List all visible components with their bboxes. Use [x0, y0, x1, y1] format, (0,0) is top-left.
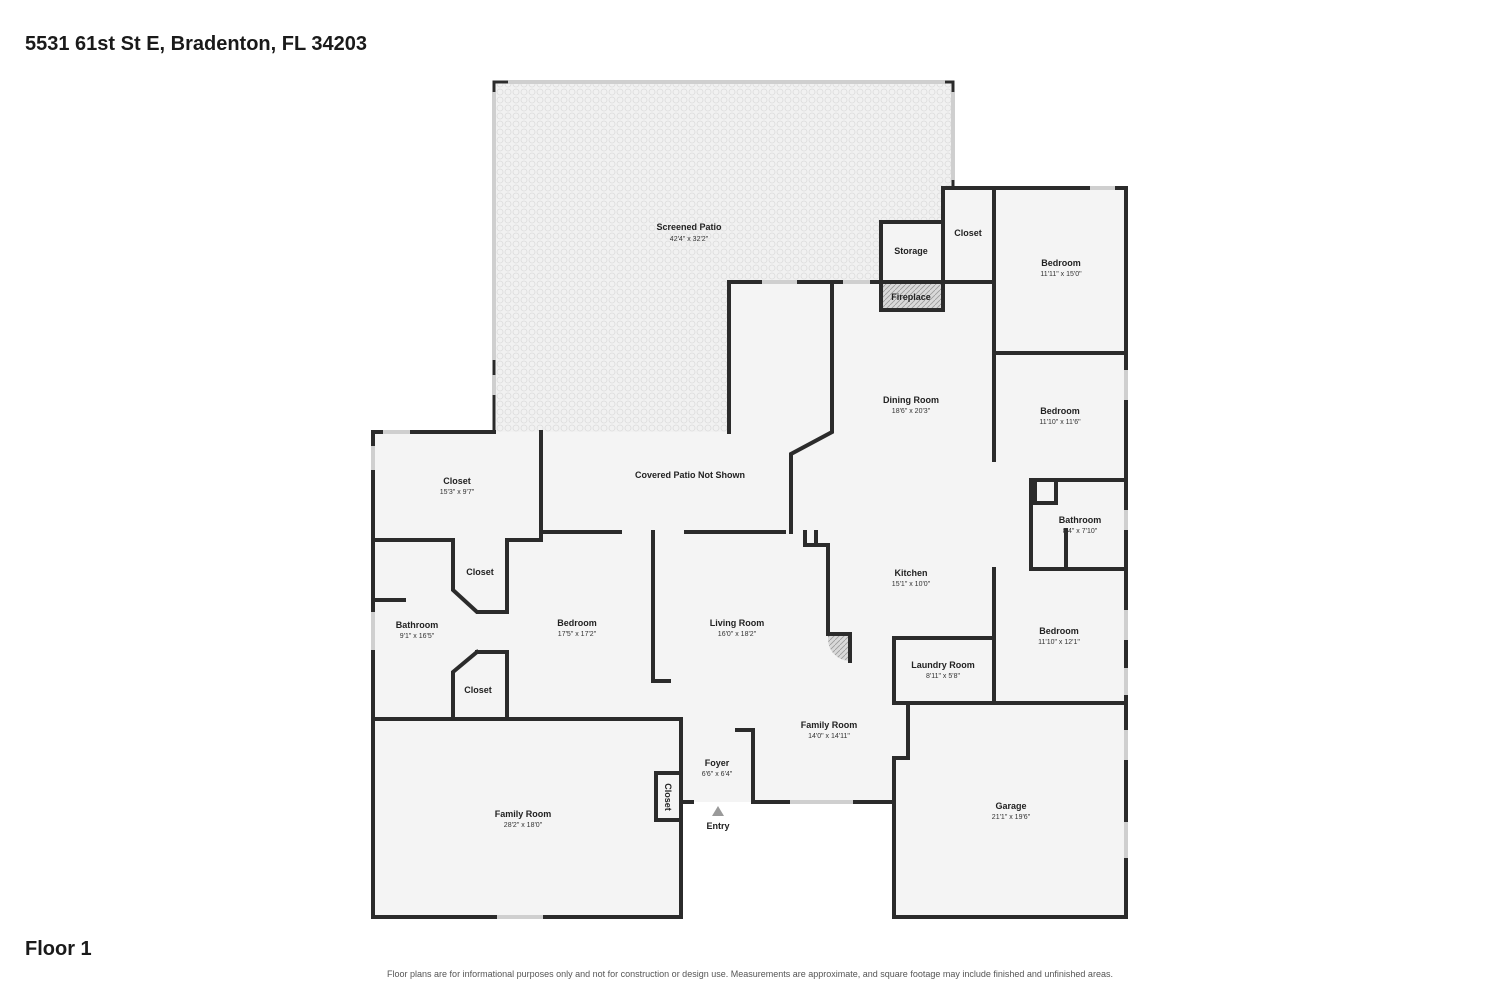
room-name-closet-upper: Closet [466, 567, 494, 577]
fireplace-hearth [881, 284, 943, 310]
entry-arrow-icon [712, 806, 724, 816]
room-name-bathroom-e: Bathroom [1059, 515, 1102, 525]
floor-label: Floor 1 [25, 938, 92, 960]
room-name-storage: Storage [894, 246, 928, 256]
room-dims-dining-room: 18'6" x 20'3" [892, 408, 931, 415]
room-name-closet-small: Closet [663, 783, 673, 811]
room-name-living-room: Living Room [710, 618, 765, 628]
room-name-bedroom-se: Bedroom [1039, 626, 1079, 636]
room-dims-family-room-c: 14'0" x 14'11" [808, 733, 850, 740]
room-name-dining-room: Dining Room [883, 395, 939, 405]
room-dims-family-room-w: 28'2" x 18'0" [504, 822, 543, 829]
room-name-laundry-room: Laundry Room [911, 660, 975, 670]
room-dims-screened-patio: 42'4" x 32'2" [670, 236, 709, 243]
room-name-foyer: Foyer [705, 758, 730, 768]
room-name-kitchen: Kitchen [894, 568, 927, 578]
room-name-family-room-c: Family Room [801, 720, 858, 730]
room-dims-garage: 21'1" x 19'6" [992, 814, 1031, 821]
room-dims-bedroom-e: 11'10" x 11'6" [1039, 419, 1081, 426]
room-dims-bedroom-w: 17'5" x 17'2" [558, 631, 597, 638]
room-dims-bedroom-ne: 11'11" x 15'0" [1040, 271, 1082, 278]
room-name-fireplace: Fireplace [891, 292, 931, 302]
room-name-closet-top: Closet [954, 228, 982, 238]
disclaimer-text: Floor plans are for informational purpos… [387, 969, 1113, 979]
room-name-covered-patio: Covered Patio Not Shown [635, 470, 745, 480]
room-dims-bathroom-w: 9'1" x 16'5" [400, 633, 435, 640]
floor-areas [373, 188, 1126, 917]
room-name-bedroom-w: Bedroom [557, 618, 597, 628]
room-name-bedroom-e: Bedroom [1040, 406, 1080, 416]
room-name-family-room-w: Family Room [495, 809, 552, 819]
room-dims-bathroom-e: 8'4" x 7'10" [1063, 528, 1098, 535]
room-name-bedroom-ne: Bedroom [1041, 258, 1081, 268]
room-dims-closet-w: 15'3" x 9'7" [440, 489, 475, 496]
room-dims-bedroom-se: 11'10" x 12'1" [1038, 639, 1080, 646]
room-name-screened-patio: Screened Patio [656, 222, 722, 232]
room-dims-laundry-room: 8'11" x 5'8" [926, 673, 960, 680]
walls [371, 80, 1128, 919]
property-address: 5531 61st St E, Bradenton, FL 34203 [25, 33, 368, 55]
room-name-bathroom-w: Bathroom [396, 620, 439, 630]
room-dims-kitchen: 15'1" x 10'0" [892, 581, 931, 588]
room-dims-living-room: 16'0" x 18'2" [718, 631, 757, 638]
kitchen-counter [828, 634, 850, 661]
windows [371, 80, 1128, 919]
room-name-garage: Garage [995, 801, 1026, 811]
room-name-closet-lower: Closet [464, 685, 492, 695]
room-dims-foyer: 6'6" x 6'4" [702, 771, 733, 778]
entry-label: Entry [706, 821, 729, 831]
room-name-closet-w: Closet [443, 476, 471, 486]
